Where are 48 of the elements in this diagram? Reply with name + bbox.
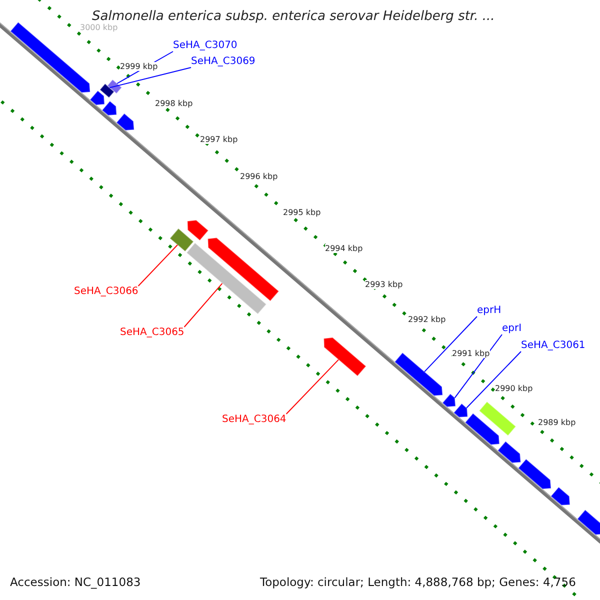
tick-label: 2998 kbp xyxy=(155,99,193,108)
genome-stats-text: Topology: circular; Length: 4,888,768 bp; Genes: 4,756 xyxy=(260,576,576,590)
gene-label: SeHA_C3064 xyxy=(222,414,286,426)
gene-bar xyxy=(394,352,444,396)
title: Salmonella enterica subsp. enterica serovar Heidelberg str. ... xyxy=(92,10,495,24)
gene-bar xyxy=(576,509,600,536)
tick-label: 2991 kbp xyxy=(452,349,490,358)
tick-label: 2994 kbp xyxy=(325,244,363,254)
tick-label: 3000 kbp xyxy=(80,23,118,32)
gene-label: eprI xyxy=(502,323,522,334)
gene-label: SeHA_C3069 xyxy=(191,56,256,68)
leader-line xyxy=(184,282,223,328)
gene-bar xyxy=(101,100,118,116)
gene-bar xyxy=(116,112,135,131)
tick-label: 2993 kbp xyxy=(365,280,403,290)
gene-bar xyxy=(169,228,194,252)
gene-bar xyxy=(550,486,570,506)
gene-bar xyxy=(106,78,122,94)
leader-line xyxy=(454,334,502,398)
gene-bar xyxy=(323,336,367,377)
gene-bar xyxy=(497,440,522,464)
gene-label: eprH xyxy=(477,305,502,316)
leader-line xyxy=(286,359,339,414)
tick-label: 2997 kbp xyxy=(200,135,238,144)
leader-line xyxy=(109,67,192,88)
tick-label: 2996 kbp xyxy=(240,172,278,182)
gene-bar xyxy=(464,412,500,446)
gene-bar xyxy=(99,83,115,98)
gene-label: SeHA_C3066 xyxy=(74,286,138,298)
tick-label: 2995 kbp xyxy=(283,208,321,218)
gene-label: SeHA_C3061 xyxy=(521,340,586,352)
gene-bar xyxy=(478,401,516,436)
gene-label: SeHA_C3065 xyxy=(120,327,184,338)
gene-bar xyxy=(207,237,280,302)
leader-line xyxy=(424,316,478,372)
gene-bar xyxy=(442,393,456,408)
gene-bar xyxy=(518,458,552,490)
gene-label: SeHA_C3070 xyxy=(173,40,238,52)
gene-bar xyxy=(186,242,267,315)
gene-bar xyxy=(89,90,106,106)
leader-line xyxy=(138,244,178,286)
tick-label: 2992 kbp xyxy=(408,315,446,324)
leader-line xyxy=(466,351,522,408)
gene-bar xyxy=(453,402,468,418)
accession-text: Accession: NC_011083 xyxy=(10,576,141,590)
tick-label: 2989 kbp xyxy=(538,418,576,428)
tick-label: 2990 kbp xyxy=(495,384,533,394)
tick-label: 2999 kbp xyxy=(120,62,158,72)
